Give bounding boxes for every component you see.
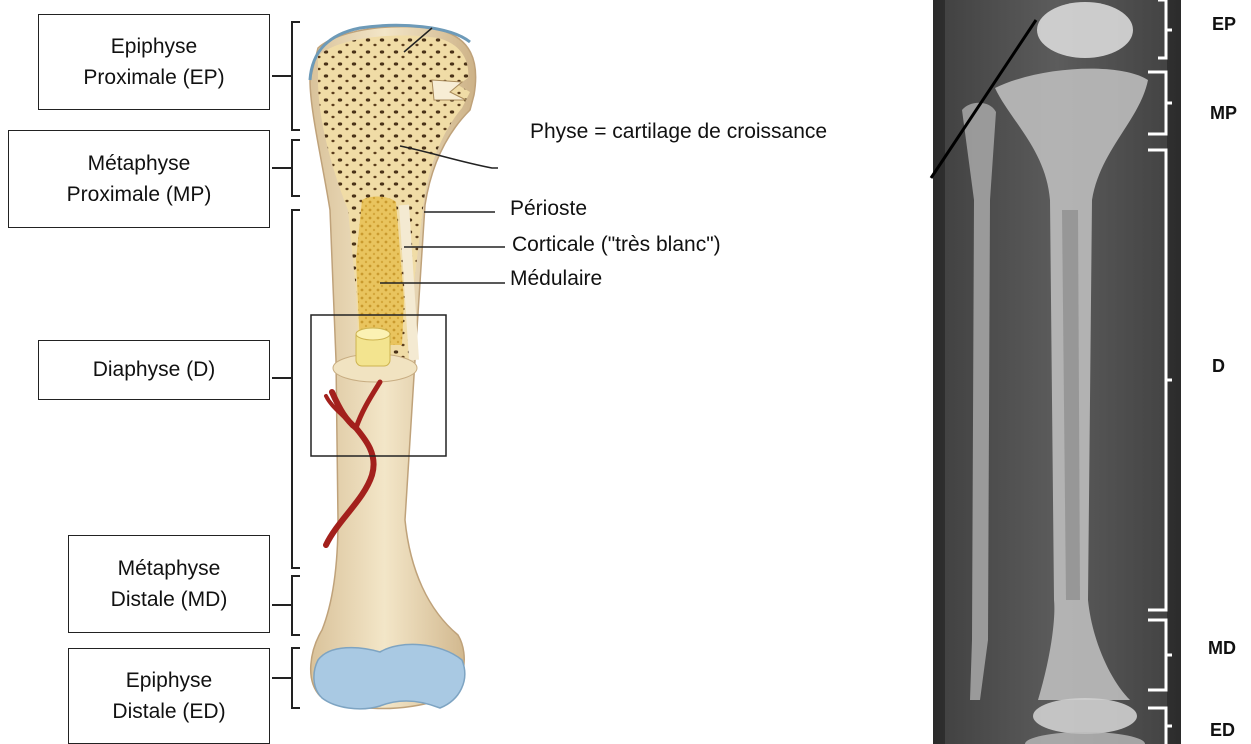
xray-image: [931, 0, 1181, 744]
label-medulaire: Médulaire: [510, 267, 602, 291]
box-ed-line2: Distale (ED): [112, 696, 225, 728]
box-md-line1: Métaphyse: [111, 553, 228, 585]
box-metaphyse-distale: Métaphyse Distale (MD): [68, 535, 270, 633]
box-metaphyse-proximale: Métaphyse Proximale (MP): [8, 130, 270, 228]
box-d-line1: Diaphyse (D): [93, 354, 216, 386]
bone-illustration: [310, 25, 476, 708]
box-ep-line1: Epiphyse: [83, 31, 224, 63]
left-brackets: [272, 22, 300, 708]
box-md-line2: Distale (MD): [111, 584, 228, 616]
xray-label-md: MD: [1208, 638, 1236, 659]
medullary-cavity: [356, 196, 404, 345]
label-corticale: Corticale ("très blanc"): [512, 233, 721, 257]
label-physe: Physe = cartilage de croissance: [530, 120, 827, 144]
box-ed-line1: Epiphyse: [112, 665, 225, 697]
box-epiphyse-distale: Epiphyse Distale (ED): [68, 648, 270, 744]
xray-label-ep: EP: [1212, 14, 1236, 35]
distal-cartilage: [314, 644, 465, 708]
label-perioste: Périoste: [510, 197, 587, 221]
xray-label-d: D: [1212, 356, 1225, 377]
box-mp-line1: Métaphyse: [67, 148, 212, 180]
box-diaphyse: Diaphyse (D): [38, 340, 270, 400]
box-mp-line2: Proximale (MP): [67, 179, 212, 211]
xray-label-ed: ED: [1210, 720, 1235, 741]
box-ep-line2: Proximale (EP): [83, 62, 224, 94]
xray-label-mp: MP: [1210, 103, 1237, 124]
box-epiphyse-proximale: Epiphyse Proximale (EP): [38, 14, 270, 110]
